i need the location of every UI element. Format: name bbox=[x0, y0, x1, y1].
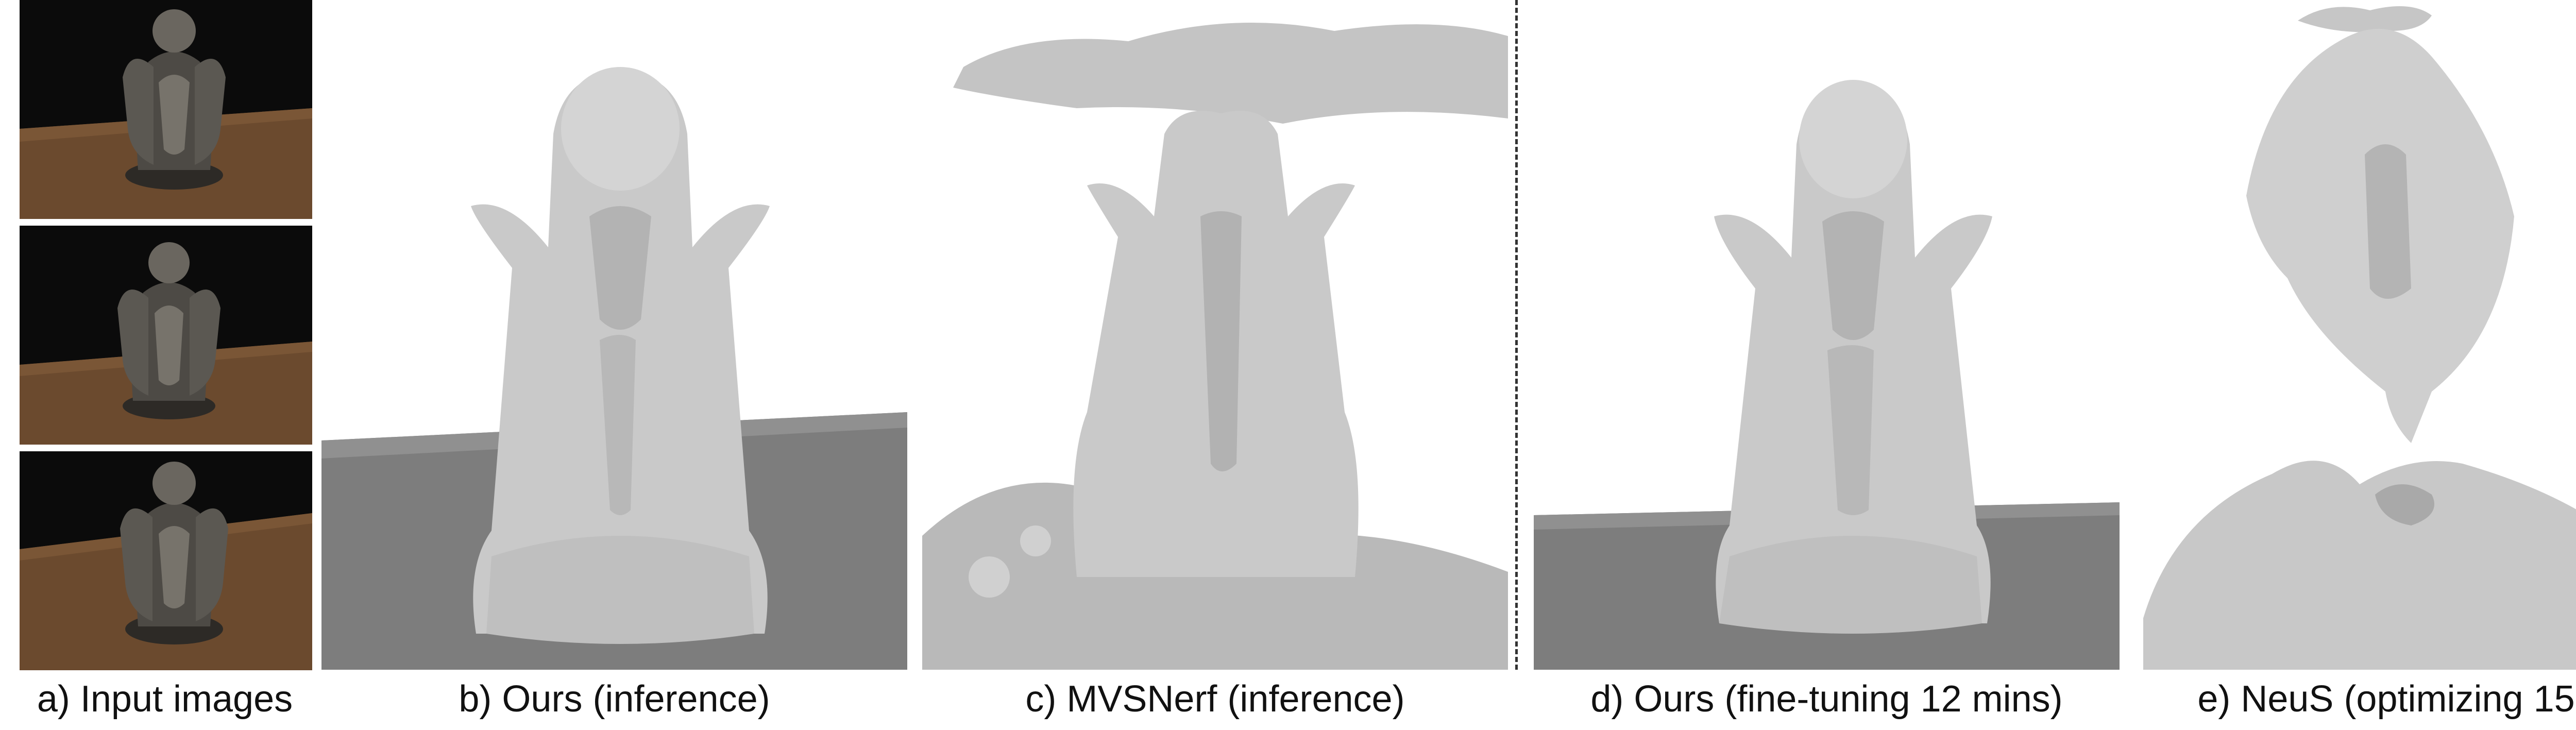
caption-neus-optimizing: e) NeuS (optimizing 15h) bbox=[2197, 678, 2576, 720]
input-image-1 bbox=[20, 0, 312, 219]
mesh-ours-inference bbox=[321, 0, 907, 670]
mesh-ours-finetuned bbox=[1534, 0, 2120, 670]
caption-input-images: a) Input images bbox=[37, 678, 293, 720]
mesh-mvsnerf-inference bbox=[922, 0, 1508, 670]
caption-ours-finetuning: d) Ours (fine-tuning 12 mins) bbox=[1590, 678, 2063, 720]
mesh-neus-optimized bbox=[2143, 0, 2576, 670]
input-image-3 bbox=[20, 451, 312, 670]
panel-divider bbox=[1515, 0, 1518, 670]
input-image-2 bbox=[20, 226, 312, 445]
caption-mvsnerf-inference: c) MVSNerf (inference) bbox=[1025, 678, 1405, 720]
caption-ours-inference: b) Ours (inference) bbox=[459, 678, 770, 720]
